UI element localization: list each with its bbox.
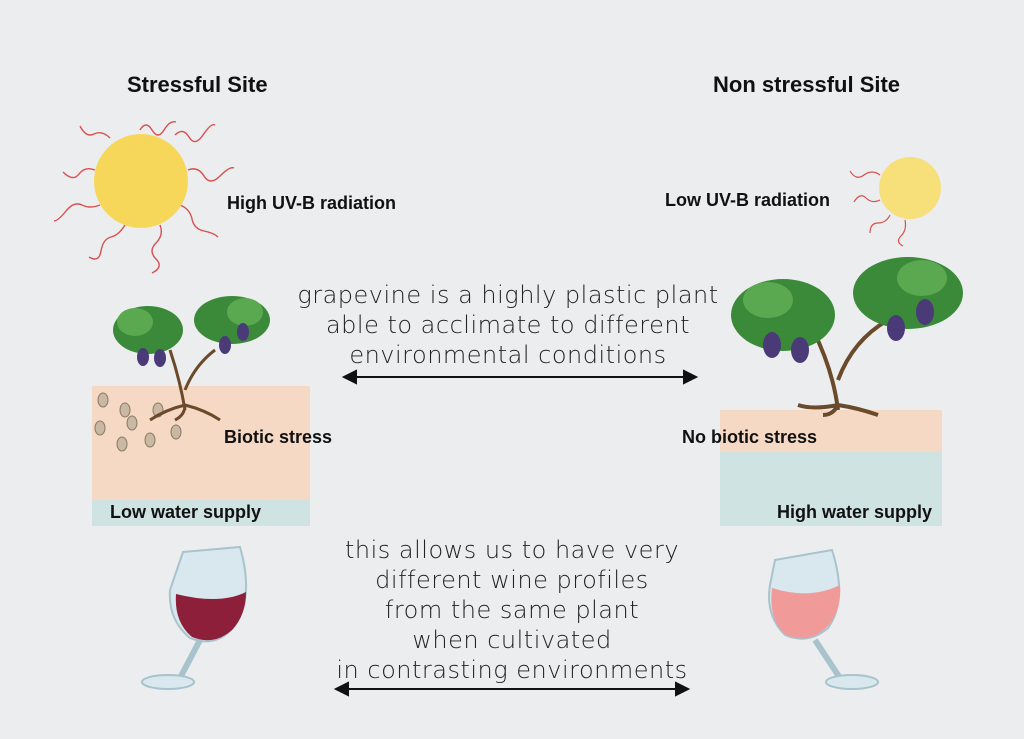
plasticity-statement: grapevine is a highly plastic plant able… <box>296 280 720 370</box>
statement-line: from the same plant <box>384 596 640 624</box>
wine-profile-statement: this allows us to have very different wi… <box>316 535 708 685</box>
left-water-label: Low water supply <box>110 502 262 522</box>
right-soil-block <box>720 410 942 452</box>
rose-wine-glass-icon <box>768 548 879 690</box>
left-water-block <box>92 500 310 526</box>
statement-line: environmental conditions <box>349 341 667 369</box>
right-site-title: Non stressful Site <box>713 72 901 97</box>
right-sun-rays <box>849 170 907 247</box>
statement-line: when cultivated <box>412 626 612 654</box>
right-water-label: High water supply <box>777 502 933 522</box>
statement-line: this allows us to have very <box>344 536 680 564</box>
left-grapevine-icon <box>113 296 270 422</box>
left-sun-rays <box>53 120 235 274</box>
statement-line: different wine profiles <box>375 566 649 594</box>
left-sun <box>94 134 188 228</box>
statement-line: grapevine is a highly plastic plant <box>297 281 719 309</box>
right-grapevine-icon <box>731 257 963 417</box>
statement-line: in contrasting environments <box>336 656 688 684</box>
arrow-bottom <box>333 681 691 697</box>
right-uv-label: Low UV-B radiation <box>665 190 831 210</box>
left-uv-label: High UV-B radiation <box>227 193 397 213</box>
left-site-title: Stressful Site <box>127 72 268 97</box>
right-biotic-label: No biotic stress <box>682 427 818 447</box>
statement-line: able to acclimate to different <box>325 311 691 339</box>
right-sun <box>879 157 941 219</box>
right-water-block <box>720 452 942 526</box>
arrow-top <box>341 369 699 385</box>
left-biotic-label: Biotic stress <box>224 427 333 447</box>
red-wine-glass-icon <box>141 545 248 690</box>
